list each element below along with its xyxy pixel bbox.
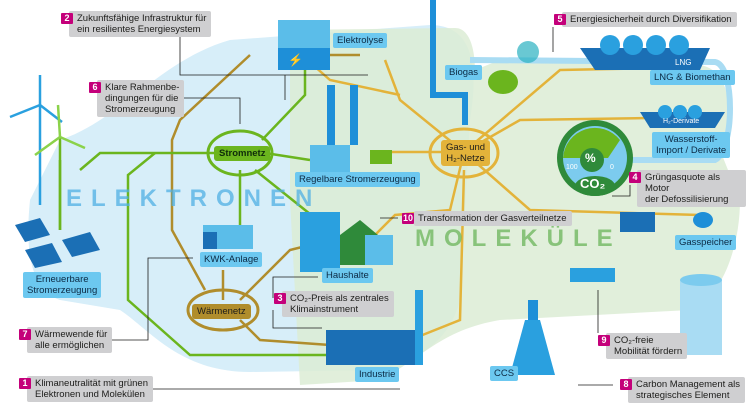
waermenetz-ring xyxy=(186,288,260,332)
filling-station xyxy=(620,212,655,232)
node-gasnetze: Gas- und H₂-Netze xyxy=(441,140,491,166)
gauge-min-label: 100 xyxy=(566,164,578,171)
node-erneuerbar: Erneuerbare Stromerzeugung xyxy=(23,272,102,298)
node-h2-import: Wasserstoff- Import / Derivate xyxy=(652,132,731,158)
callout-badge: 10 xyxy=(402,213,415,224)
node-industrie: Industrie xyxy=(355,367,400,382)
callout-badge: 6 xyxy=(89,82,101,93)
callout-6: 6 Klare Rahmenbe- dingungen für die Strom… xyxy=(89,80,185,117)
callout-text: Wärmewende für alle ermöglichen xyxy=(35,329,108,351)
gauge-unit: % xyxy=(585,151,596,165)
node-lng: LNG & Biomethan xyxy=(650,70,735,85)
node-stromnetz: Stromnetz xyxy=(214,146,271,161)
hydrogen-pipe xyxy=(430,0,468,125)
gauge-co2-label: CO₂ xyxy=(580,176,606,191)
callout-badge: 8 xyxy=(620,379,632,390)
callout-3: 3 CO₂-Preis als zentrales Klimainstrument xyxy=(274,291,394,317)
households xyxy=(300,212,393,272)
callout-8: 8 Carbon Management als strategisches Ele… xyxy=(620,377,746,403)
callout-text: CO₂-Preis als zentrales Klimainstrument xyxy=(290,293,389,315)
callout-5: 5 Energiesicherheit durch Diversifikation xyxy=(554,12,737,27)
callout-badge: 5 xyxy=(554,14,566,25)
electrons-area-label: ELEKTRONEN xyxy=(66,185,322,212)
callout-9: 9 CO₂-freie Mobilität fördern xyxy=(598,333,688,359)
node-haushalte: Haushalte xyxy=(322,268,373,283)
molecules-area-label: MOLEKÜLE xyxy=(415,225,622,252)
stromnetz-ring xyxy=(206,129,274,177)
callout-text: Grüngasquote als Motor der Defossilisier… xyxy=(645,172,729,205)
callout-2: 2 Zukunftsfähige Infrastruktur für ein re… xyxy=(61,11,212,37)
power-plant xyxy=(310,85,392,173)
kwk-building xyxy=(203,225,253,249)
callout-text: Klimaneutralität mit grünen Elektronen u… xyxy=(35,378,148,400)
callout-badge: 3 xyxy=(274,293,286,304)
node-regelbar: Regelbare Stromerzeugung xyxy=(295,172,420,187)
ccs-tower xyxy=(510,300,555,375)
callout-badge: 7 xyxy=(19,329,31,340)
elektrolyse-building: ⚡ xyxy=(278,20,330,70)
h2-ship xyxy=(640,105,725,128)
callout-text: Carbon Management als strategisches Elem… xyxy=(636,379,741,401)
callout-badge: 4 xyxy=(629,172,641,183)
callout-text: Zukunftsfähige Infrastruktur für ein res… xyxy=(77,13,207,35)
wind-turbines xyxy=(9,75,86,230)
callout-4: 4 Grüngasquote als Motor der Defossilisie… xyxy=(629,170,746,207)
svg-text:⚡: ⚡ xyxy=(288,53,303,67)
biogas-plant xyxy=(488,41,539,94)
callout-text: CO₂-freie Mobilität fördern xyxy=(614,335,683,357)
callout-text: Transformation der Gasverteilnetze xyxy=(418,213,567,224)
node-gasspeicher: Gasspeicher xyxy=(675,235,737,250)
callout-1: 1 Klimaneutralität mit grünen Elektronen … xyxy=(19,376,153,402)
lng-ship xyxy=(580,35,710,70)
callout-text: Klare Rahmenbe- dingungen für die Strome… xyxy=(105,82,180,115)
callout-connectors xyxy=(100,27,631,390)
node-elektrolyse: Elektrolyse xyxy=(333,33,388,48)
callout-7: 7 Wärmewende für alle ermöglichen xyxy=(19,327,113,353)
node-ccs: CCS xyxy=(490,366,519,381)
node-waermenetz: Wärmenetz xyxy=(192,304,251,319)
truck xyxy=(570,268,615,282)
callout-badge: 1 xyxy=(19,378,31,389)
co2-gauge xyxy=(557,120,633,196)
h2-ship-label: H₂-Derivate xyxy=(663,118,700,125)
gauge-max-label: 0 xyxy=(610,164,614,171)
gasnetze-ring xyxy=(428,127,500,179)
solar-panels xyxy=(15,218,100,268)
node-kwk: KWK-Anlage xyxy=(200,252,263,267)
lng-ship-label: LNG xyxy=(675,58,692,67)
callout-text: Energiesicherheit durch Diversifikation xyxy=(570,14,732,25)
callout-badge: 9 xyxy=(598,335,610,346)
callout-badge: 2 xyxy=(61,13,73,24)
node-biogas: Biogas xyxy=(445,65,483,80)
industry xyxy=(326,290,423,365)
